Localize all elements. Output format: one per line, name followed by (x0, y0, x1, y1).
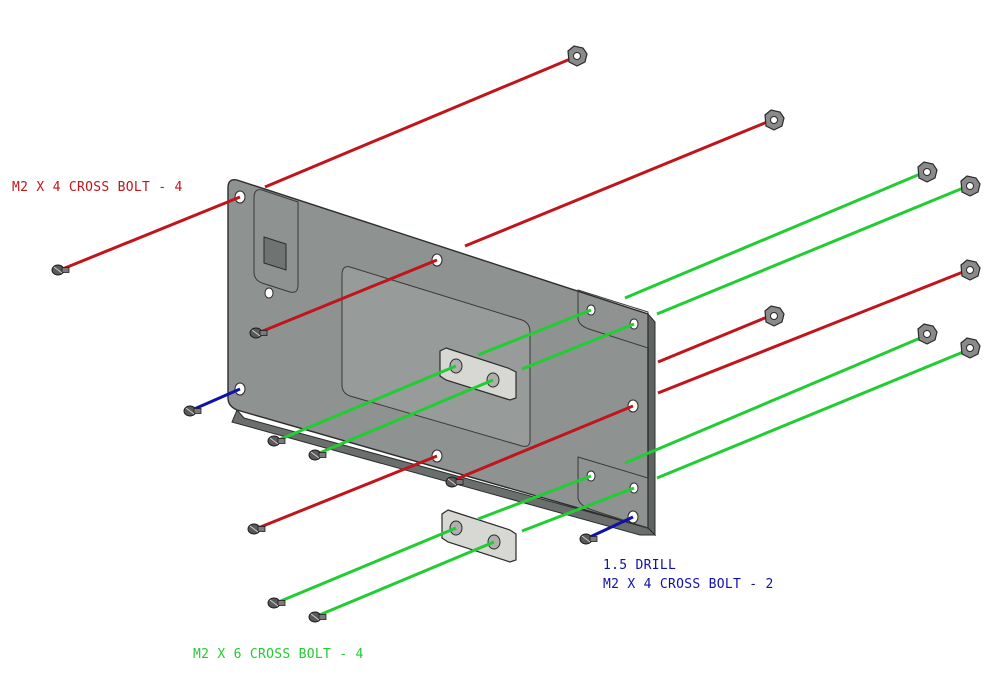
green-axis-2 (656, 184, 969, 316)
green-axis-1c (275, 364, 457, 443)
hex-nut-icon (764, 109, 785, 131)
red-axis-1b (59, 195, 241, 272)
hex-nuts (567, 45, 981, 359)
spacer-block-upper (439, 347, 517, 401)
callout-m2x6-cross-bolt: M2 X 6 CROSS BOLT - 4 (193, 647, 364, 662)
red-axis-4b (453, 404, 634, 482)
red-bolt-axes (59, 55, 969, 530)
red-axis-1 (264, 55, 576, 189)
hex-nut-icon (960, 337, 981, 359)
green-bolt-axes (275, 170, 969, 618)
red-axis-3 (657, 313, 773, 364)
callout-m2x4-cross-bolt: M2 X 4 CROSS BOLT - 4 (12, 180, 183, 195)
hex-nut-icon (960, 259, 981, 281)
green-axis-3 (624, 334, 926, 465)
screw-head-icon (308, 449, 327, 461)
green-axis-1b (477, 308, 592, 357)
screw-head-icon (183, 405, 202, 417)
callout-drill-size: 1.5 DRILL (603, 558, 677, 573)
mounting-plate (227, 178, 657, 537)
green-axis-2c (316, 378, 494, 456)
hex-nut-icon (567, 45, 588, 67)
spacer-block-lower (441, 509, 517, 563)
red-axis-5 (257, 454, 438, 530)
red-axis-4 (657, 268, 969, 395)
green-axis-4b (521, 486, 635, 533)
green-axis-2b (521, 322, 635, 371)
hex-nut-icon (917, 161, 938, 183)
blue-axis-1 (191, 387, 241, 412)
screw-head-icon (247, 523, 266, 535)
screw-head-icon (445, 476, 464, 488)
green-axis-3b (477, 474, 592, 521)
screw-head-icon (267, 435, 286, 447)
screw-head-icon (308, 611, 327, 623)
green-axis-1 (624, 170, 926, 300)
callout-blue-bolt: M2 X 4 CROSS BOLT - 2 (603, 577, 774, 592)
screw-head-icon (579, 533, 598, 545)
red-axis-2b (257, 258, 438, 335)
hex-nut-icon (960, 175, 981, 197)
screw-head-icon (267, 597, 286, 609)
green-axis-4 (656, 348, 969, 480)
green-axis-3c (275, 526, 457, 605)
callout-drill-and-bolt: 1.5 DRILL M2 X 4 CROSS BOLT - 2 (603, 556, 774, 594)
screw-head-icon (249, 327, 268, 339)
screw-head-icon (51, 264, 70, 276)
hex-nut-icon (764, 305, 785, 327)
green-axis-4c (316, 540, 495, 618)
blue-bolt-axes (191, 387, 634, 539)
blue-axis-2 (589, 515, 634, 539)
hex-nut-icon (917, 323, 938, 345)
screw-heads (51, 264, 598, 623)
red-axis-2 (464, 118, 773, 248)
